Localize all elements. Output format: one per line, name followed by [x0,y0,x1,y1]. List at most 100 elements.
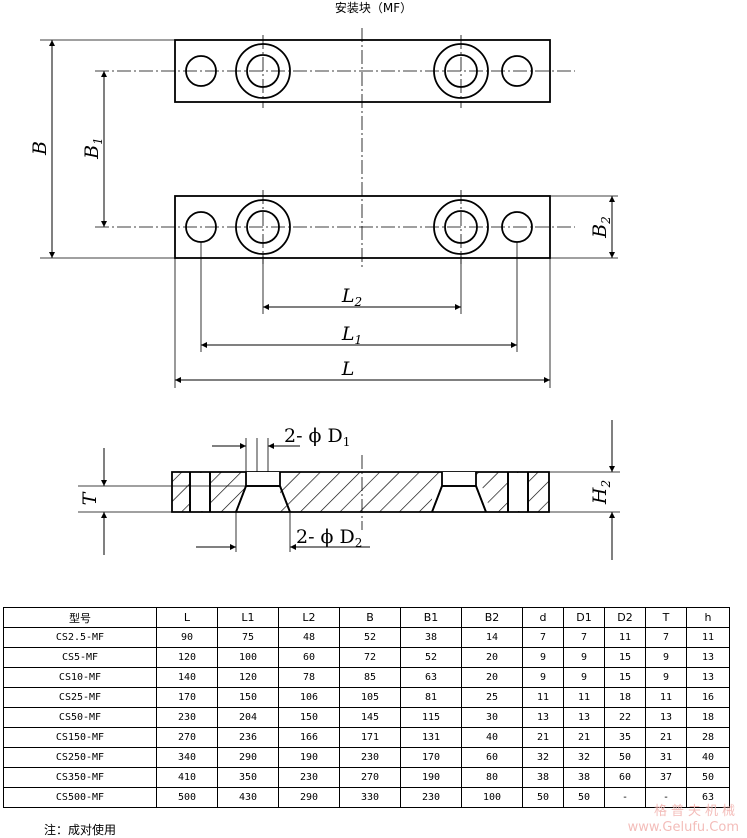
value-cell: 330 [339,787,401,808]
value-cell: 230 [339,747,401,768]
value-cell: 63 [400,667,462,688]
label-L: L [341,358,355,380]
value-cell: 63 [686,787,730,808]
value-cell: 85 [339,667,401,688]
value-cell: 166 [278,727,340,748]
value-cell: 9 [522,647,564,668]
watermark-cn: 格普夫机械 [653,804,739,819]
value-cell: 106 [278,687,340,708]
label-H2: H2 [589,480,613,505]
model-cell: CS250-MF [3,747,157,768]
value-cell: 60 [604,767,646,788]
value-cell: 11 [522,687,564,708]
value-cell: 13 [563,707,605,728]
value-cell: 35 [604,727,646,748]
value-cell: 13 [686,647,730,668]
value-cell: 131 [400,727,462,748]
value-cell: 60 [461,747,523,768]
column-header: B [339,607,401,628]
value-cell: 25 [461,687,523,708]
value-cell: 20 [461,647,523,668]
value-cell: 18 [604,687,646,708]
label-D2: 2- ϕ D2 [296,526,362,550]
model-cell: CS25-MF [3,687,157,708]
value-cell: 22 [604,707,646,728]
value-cell: 100 [461,787,523,808]
value-cell: 150 [217,687,279,708]
column-header: d [522,607,564,628]
value-cell: 50 [686,767,730,788]
value-cell: 204 [217,707,279,728]
table-header-row: 型号 L L1 L2 B B1 B2 d D1 D2 T h [3,607,730,628]
spec-table: 型号 L L1 L2 B B1 B2 d D1 D2 T h CS2.5-MF 9… [3,607,730,808]
value-cell: 170 [400,747,462,768]
model-cell: CS2.5-MF [3,627,157,648]
value-cell: 430 [217,787,279,808]
value-cell: 171 [339,727,401,748]
value-cell: 40 [461,727,523,748]
value-cell: 32 [522,747,564,768]
value-cell: 11 [563,687,605,708]
watermark-url: www.Gelufu.Com [627,820,739,835]
value-cell: 7 [645,627,687,648]
value-cell: 28 [686,727,730,748]
label-B: B [29,141,51,156]
value-cell: 7 [563,627,605,648]
model-cell: CS5-MF [3,647,157,668]
column-header: T [645,607,687,628]
value-cell: 150 [278,707,340,728]
label-D1: 2- ϕ D1 [284,425,350,449]
value-cell: 11 [645,687,687,708]
value-cell: 9 [645,647,687,668]
value-cell: 230 [156,707,218,728]
center-lines [95,28,575,270]
value-cell: 120 [156,647,218,668]
value-cell: 40 [686,747,730,768]
value-cell: 32 [563,747,605,768]
value-cell: 9 [563,647,605,668]
value-cell: 290 [217,747,279,768]
value-cell: 21 [563,727,605,748]
column-header: D1 [563,607,605,628]
value-cell: 14 [461,627,523,648]
column-header: L [156,607,218,628]
value-cell: 72 [339,647,401,668]
value-cell: 100 [217,647,279,668]
value-cell: 38 [522,767,564,788]
value-cell: 9 [563,667,605,688]
model-cell: CS50-MF [3,707,157,728]
value-cell: 350 [217,767,279,788]
label-T: T [79,491,101,505]
value-cell: 48 [278,627,340,648]
column-header: B1 [400,607,462,628]
value-cell: 120 [217,667,279,688]
value-cell: 52 [400,647,462,668]
value-cell: 9 [522,667,564,688]
value-cell: 50 [604,747,646,768]
value-cell: 270 [156,727,218,748]
value-cell: 21 [645,727,687,748]
value-cell: 13 [522,707,564,728]
value-cell: 11 [686,627,730,648]
value-cell: 140 [156,667,218,688]
value-cell: 15 [604,667,646,688]
value-cell: 340 [156,747,218,768]
value-cell: 21 [522,727,564,748]
column-header: h [686,607,730,628]
value-cell: 145 [339,707,401,728]
value-cell: 37 [645,767,687,788]
technical-drawing: B B1 B2 L2 L1 L [29,28,620,560]
value-cell: 170 [156,687,218,708]
value-cell: 13 [645,707,687,728]
watermark: 格普夫机械 www.Gelufu.Com [628,804,739,836]
value-cell: 236 [217,727,279,748]
value-cell: 190 [400,767,462,788]
